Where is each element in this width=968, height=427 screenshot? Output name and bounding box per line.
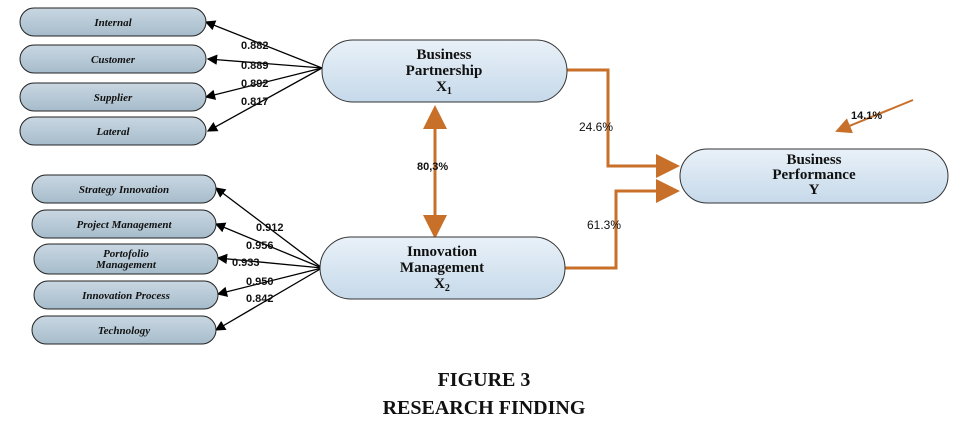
arrow-x1-internal [204, 20, 323, 69]
arrow-x1-supplier [204, 67, 323, 100]
indicator-project-management [31, 209, 217, 239]
indicator-lateral-label: Lateral [96, 126, 131, 138]
x2-indicators [31, 174, 219, 345]
indicator-innovation-process-label: Innovation Process [81, 290, 170, 302]
latent-y-business-performance [679, 148, 949, 204]
figure-title: RESEARCH FINDING [382, 397, 586, 419]
indicator-portfolio-label-line1: Portofolio [103, 248, 149, 260]
loading-technology: 0.842 [246, 293, 274, 305]
indicator-innovation-process [33, 280, 219, 310]
indicator-lateral [19, 116, 207, 146]
arrow-x1-lateral [206, 67, 323, 132]
x1-loading-arrows [204, 20, 323, 132]
indicator-project-management-label: Project Management [76, 219, 172, 231]
indicator-internal [19, 7, 207, 37]
arrow-x2-project [214, 222, 323, 269]
indicator-portfolio-management [33, 243, 219, 275]
correlation-x1-x2-value: 80,3% [417, 161, 448, 173]
path-x2-y-value: 61.3% [587, 218, 621, 232]
arrow-x1-customer [206, 54, 323, 69]
structural-paths [423, 68, 914, 270]
indicator-customer-label: Customer [91, 54, 136, 66]
indicator-strategy-innovation [31, 174, 217, 204]
y-symbol: Y [809, 182, 820, 198]
x2-label-line1: Innovation [407, 244, 478, 260]
arrow-x2-process [216, 267, 323, 297]
arrow-x2-portfolio [216, 253, 323, 269]
figure-number: FIGURE 3 [437, 369, 531, 391]
loading-project-management: 0.956 [246, 240, 274, 252]
x1-symbol: X1 [436, 79, 452, 97]
latent-x2-innovation-management [319, 236, 566, 300]
loading-lateral: 0.817 [241, 96, 269, 108]
indicator-supplier [19, 82, 207, 112]
arrow-x2-technology [214, 267, 323, 331]
x1-label-line2: Partnership [406, 63, 483, 79]
indicator-internal-label: Internal [93, 17, 132, 29]
path-x2-to-y [563, 179, 680, 270]
indicator-customer [19, 44, 207, 74]
arrow-x2-strategy [214, 187, 323, 269]
path-x1-to-y [567, 68, 680, 178]
indicator-portfolio-label-line2: Management [95, 259, 157, 271]
path-x1-y-value: 24.6% [579, 120, 613, 134]
latent-x1-business-partnership [321, 39, 568, 103]
loading-strategy-innovation: 0.912 [256, 222, 284, 234]
loading-supplier: 0.892 [241, 78, 269, 90]
y-label-line2: Performance [772, 167, 856, 183]
loading-portfolio-management: 0.933 [232, 257, 260, 269]
error-arrow-y [835, 99, 914, 134]
loading-internal: 0.882 [241, 40, 269, 52]
x2-symbol: X2 [434, 276, 450, 294]
x1-label-line1: Business [416, 47, 471, 63]
loading-customer: 0.889 [241, 60, 269, 72]
indicator-technology [31, 315, 217, 345]
indicator-strategy-innovation-label: Strategy Innovation [79, 184, 169, 196]
error-y-value: 14.1% [851, 110, 882, 122]
indicator-supplier-label: Supplier [94, 92, 133, 104]
x1-indicators [19, 7, 207, 146]
y-label-line1: Business [786, 152, 841, 168]
x2-label-line2: Management [400, 260, 484, 276]
indicator-technology-label: Technology [98, 325, 150, 337]
loading-innovation-process: 0.950 [246, 276, 274, 288]
x2-loading-arrows [214, 187, 323, 331]
